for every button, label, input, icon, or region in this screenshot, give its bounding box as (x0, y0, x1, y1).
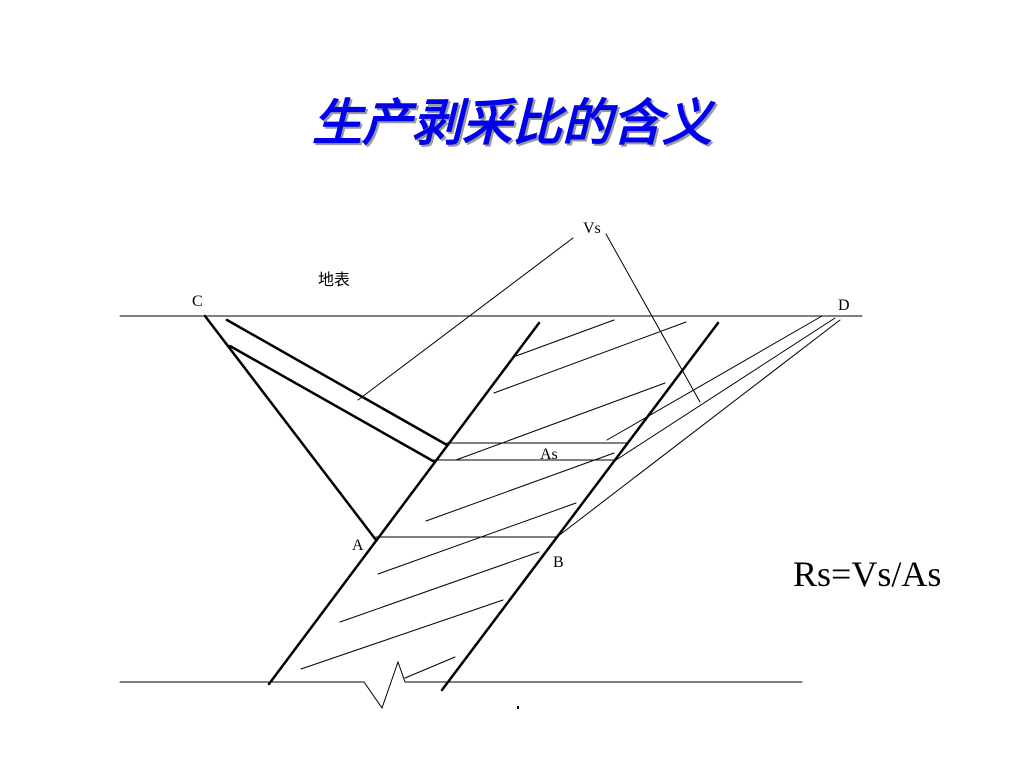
bottom-line-with-break (119, 660, 803, 710)
ore-body-left-boundary (267, 321, 541, 686)
slope-line-d-1 (606, 315, 823, 441)
label-point-b: B (553, 554, 564, 571)
label-point-a: A (352, 537, 364, 554)
slope-line-d-b (556, 319, 841, 538)
vs-leader-left (357, 237, 574, 401)
slide-title: 生产剥采比的含义 (312, 94, 712, 152)
label-vs: Vs (583, 220, 601, 237)
bench-lower-line (228, 344, 435, 463)
slope-line-d-2 (615, 317, 836, 461)
bench-upper-line (225, 318, 449, 447)
small-mark (517, 706, 519, 709)
label-point-c: C (192, 293, 203, 310)
vs-leader-right (605, 233, 701, 403)
label-as: As (540, 446, 558, 463)
pit-slope-c-a (203, 314, 378, 542)
ore-hatching (300, 319, 687, 679)
label-point-d: D (838, 297, 850, 314)
stripping-ratio-formula: Rs=Vs/As (793, 554, 942, 594)
ore-body-right-boundary (440, 321, 720, 692)
label-ground-surface: 地表 (318, 271, 350, 289)
